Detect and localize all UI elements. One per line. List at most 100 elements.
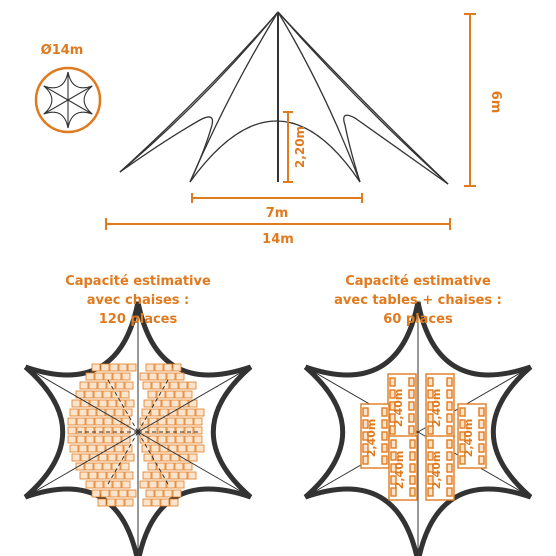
tent-outline-left (119, 11, 279, 173)
chair (69, 444, 79, 453)
chair (96, 444, 106, 453)
chair (67, 435, 77, 444)
tent-ray (25, 431, 139, 498)
chair (67, 426, 77, 435)
chair (123, 444, 133, 453)
chair (85, 435, 95, 444)
tent-elevation (119, 11, 449, 185)
chair (166, 426, 176, 435)
chair (111, 462, 121, 471)
chair (109, 363, 119, 372)
chair (100, 363, 110, 372)
chair (143, 399, 153, 408)
chair (142, 381, 152, 390)
chair (161, 399, 171, 408)
chair (139, 372, 149, 381)
mini-star-ray (43, 99, 69, 115)
chair (390, 439, 397, 449)
mast-dimension (283, 111, 293, 183)
chair (408, 413, 415, 423)
chair (178, 381, 188, 390)
chair (103, 426, 113, 435)
chair (175, 417, 185, 426)
chair (89, 399, 99, 408)
chair (148, 435, 158, 444)
chair (446, 487, 453, 497)
chair (152, 399, 162, 408)
total-span-label: 14m (262, 232, 294, 247)
chair (409, 451, 416, 461)
chair (478, 431, 485, 441)
chair (459, 419, 466, 429)
caption-tables-line-2: avec tables + chaises : (334, 293, 502, 308)
tent-ray-dashed (107, 379, 139, 433)
chair (112, 480, 122, 489)
chair (152, 453, 162, 462)
chair (157, 426, 167, 435)
chair (156, 462, 166, 471)
chair (160, 471, 170, 480)
tent-ray-dashed (137, 379, 169, 433)
chair (124, 498, 134, 507)
tent-rays (305, 302, 531, 556)
chair (163, 489, 173, 498)
central-arch (189, 120, 361, 183)
chair (88, 381, 98, 390)
chair (139, 417, 149, 426)
table-group (360, 373, 487, 501)
chair (165, 390, 175, 399)
inner-span-label: 7m (266, 206, 289, 221)
chair (446, 475, 453, 485)
chair (184, 426, 194, 435)
mini-star-ray (43, 85, 69, 101)
caption-chairs-line-2: avec chaises : (87, 293, 190, 308)
chair (93, 390, 103, 399)
chair (172, 489, 182, 498)
chair (76, 426, 86, 435)
chair (150, 408, 160, 417)
chair (177, 408, 187, 417)
chair (156, 390, 166, 399)
chair (427, 413, 434, 423)
chair (157, 372, 167, 381)
chair (142, 498, 152, 507)
chair (184, 417, 194, 426)
total-span-dimension (105, 218, 451, 230)
chair (148, 426, 158, 435)
chair (157, 480, 167, 489)
plan-view-chairs (23, 301, 253, 556)
chair (159, 444, 169, 453)
chair (478, 407, 485, 417)
tent-line-left (119, 11, 279, 173)
chair (112, 372, 122, 381)
chair (103, 480, 113, 489)
inner-span-dimension (191, 193, 363, 203)
chair (175, 372, 185, 381)
chair (142, 471, 152, 480)
chair (193, 435, 203, 444)
chair (427, 463, 434, 473)
chair (390, 487, 397, 497)
chair (87, 408, 97, 417)
chair (459, 407, 466, 417)
table-label: 2,40m (392, 389, 405, 428)
chair (141, 408, 151, 417)
chair (147, 390, 157, 399)
chair (389, 401, 396, 411)
chair (193, 426, 203, 435)
chair (124, 471, 134, 480)
chair (91, 363, 101, 372)
chair (94, 435, 104, 444)
chair (195, 408, 205, 417)
chair (151, 381, 161, 390)
table-label: 2,40m (430, 451, 443, 490)
chair (161, 453, 171, 462)
chair (109, 489, 119, 498)
chair (151, 498, 161, 507)
table-label: 2,40m (430, 389, 443, 428)
chair (123, 408, 133, 417)
chair (184, 435, 194, 444)
chair (188, 453, 198, 462)
chair (446, 401, 453, 411)
chair (390, 451, 397, 461)
